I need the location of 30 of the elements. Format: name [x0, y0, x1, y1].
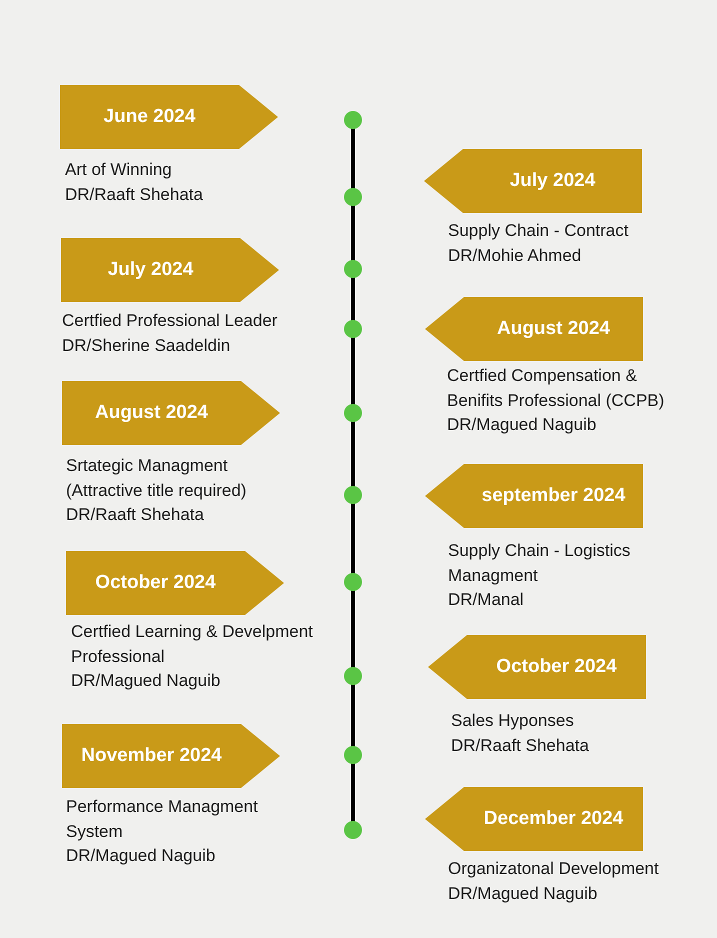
instructor-name: DR/Raaft Shehata	[451, 734, 590, 756]
instructor-name: DR/Manal	[448, 589, 525, 611]
date-banner: October 2024	[428, 635, 646, 699]
instructor-name: DR/Mohie Ahmed	[448, 244, 582, 266]
date-banner: July 2024	[61, 238, 279, 302]
instructor-name: DR/Magued Naguib	[71, 670, 222, 692]
date-banner: July 2024	[424, 149, 642, 213]
course-title: Supply Chain - Contract	[448, 220, 630, 242]
date-banner: August 2024	[62, 381, 280, 445]
course-title: Supply Chain - Logistics Managment	[448, 540, 632, 586]
instructor-name: DR/Sherine Saadeldin	[62, 334, 232, 356]
instructor-name: DR/Raaft Shehata	[65, 184, 204, 206]
instructor-name: DR/Magued Naguib	[66, 845, 216, 867]
date-banner: November 2024	[62, 724, 280, 788]
course-title: Art of Winning	[65, 159, 173, 181]
course-title: Certfied Learning & Develpment Professional	[71, 621, 314, 668]
course-title: Sales Hyponses	[451, 710, 575, 732]
date-banner: June 2024	[60, 85, 278, 149]
instructor-name: DR/Magued Naguib	[447, 414, 598, 436]
course-title: Certfied Compensation & Benifits Professional (CCPB)	[447, 365, 666, 412]
course-title: Performance Managment System	[66, 796, 259, 842]
instructor-name: DR/Raaft Shehata	[66, 504, 205, 526]
course-title: Organizatonal Development	[448, 858, 660, 880]
date-banner: October 2024	[66, 551, 284, 615]
date-banner: August 2024	[425, 297, 643, 361]
date-banner: December 2024	[425, 787, 643, 851]
date-banner: september 2024	[425, 464, 643, 528]
course-title: Srtategic Managment (Attractive title required)	[66, 455, 248, 502]
instructor-name: DR/Magued Naguib	[448, 882, 598, 904]
course-title: Certfied Professional Leader	[62, 310, 278, 332]
